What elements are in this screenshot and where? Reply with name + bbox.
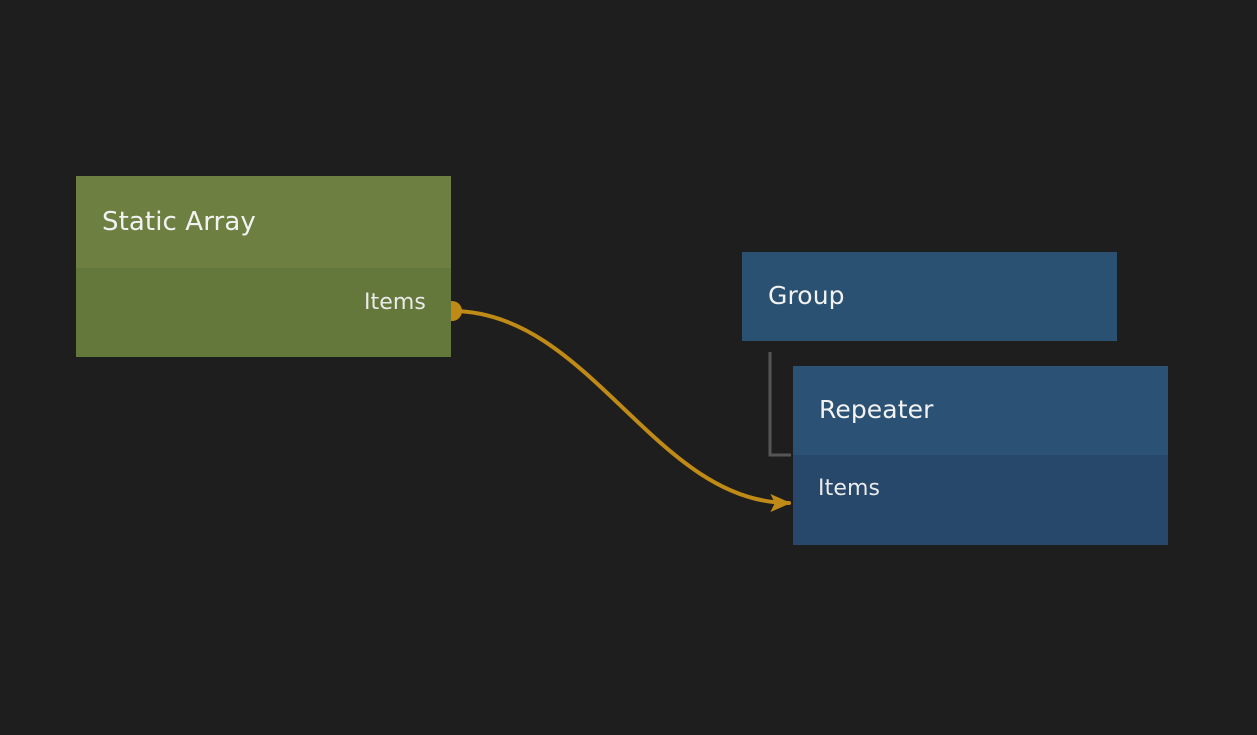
edge-items-to-items[interactable] bbox=[450, 309, 792, 513]
node-static-array-body: Items bbox=[76, 268, 451, 357]
node-group-title: Group bbox=[768, 281, 845, 310]
node-group[interactable]: Group bbox=[742, 252, 1117, 341]
port-label-items-input: Items bbox=[818, 476, 881, 501]
node-repeater-title-bar[interactable]: Repeater bbox=[793, 366, 1168, 455]
node-group-title-bar[interactable]: Group bbox=[742, 252, 1117, 341]
node-static-array-title-bar[interactable]: Static Array bbox=[76, 176, 451, 268]
port-label-items-output: Items bbox=[363, 290, 426, 315]
node-static-array[interactable]: Static Array Items bbox=[76, 176, 451, 357]
group-to-repeater-bracket bbox=[768, 352, 791, 457]
node-static-array-title: Static Array bbox=[102, 207, 256, 237]
port-static-array-items-output[interactable]: Items bbox=[76, 268, 451, 357]
node-repeater-title: Repeater bbox=[819, 395, 934, 424]
node-repeater[interactable]: Repeater Items bbox=[793, 366, 1168, 545]
port-repeater-items-input[interactable]: Items bbox=[793, 455, 1168, 545]
node-repeater-body: Items bbox=[793, 455, 1168, 545]
